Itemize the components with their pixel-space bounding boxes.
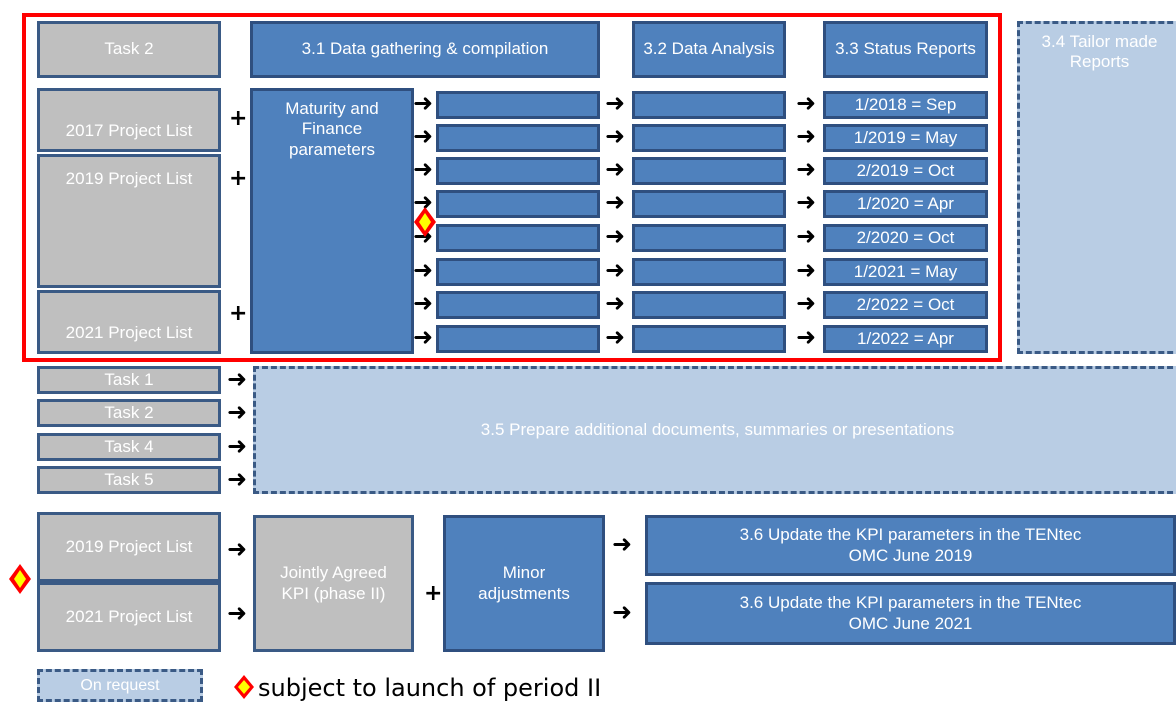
analysis-row-box xyxy=(632,258,786,286)
row-arrow-mid: ➜ xyxy=(605,89,626,117)
plus-2021: + xyxy=(229,301,248,326)
gathering-row-box xyxy=(436,190,600,218)
analysis-row-box xyxy=(632,91,786,119)
task5-box: Task 5 xyxy=(37,466,221,494)
status-report-item: 1/2021 = May xyxy=(823,258,988,286)
status-report-item: 2/2020 = Oct xyxy=(823,224,988,252)
gathering-row-box xyxy=(436,91,600,119)
row-arrow-in: ➜ xyxy=(413,289,434,317)
gathering-row-box xyxy=(436,157,600,185)
legend-subject-text: subject to launch of period II xyxy=(258,674,602,702)
status-report-item: 1/2019 = May xyxy=(823,124,988,152)
task1-box: Task 1 xyxy=(37,366,221,394)
status-report-item: 2/2019 = Oct xyxy=(823,157,988,185)
row-arrow-out: ➜ xyxy=(796,122,817,150)
gathering-row-box xyxy=(436,258,600,286)
row-arrow-mid: ➜ xyxy=(605,222,626,250)
status-report-item: 1/2018 = Sep xyxy=(823,91,988,119)
arrow-task2: ➜ xyxy=(227,398,248,426)
analysis-row-box xyxy=(632,124,786,152)
analysis-row-box xyxy=(632,325,786,353)
row-arrow-out: ➜ xyxy=(796,155,817,183)
diamond-marker-bottom xyxy=(9,564,31,594)
project-list-2019: 2019 Project List xyxy=(37,154,221,288)
arrow-update-2019: ➜ xyxy=(612,530,633,558)
row-arrow-out: ➜ xyxy=(796,323,817,351)
row-arrow-mid: ➜ xyxy=(605,122,626,150)
row-arrow-in: ➜ xyxy=(413,89,434,117)
row-arrow-out: ➜ xyxy=(796,89,817,117)
update-kpi-2019: 3.6 Update the KPI parameters in the TEN… xyxy=(645,515,1176,576)
maturity-finance-parameters: Maturity and Finance parameters xyxy=(250,88,414,354)
gathering-row-box xyxy=(436,325,600,353)
diamond-marker-top xyxy=(414,207,436,237)
task4-box: Task 4 xyxy=(37,433,221,461)
row-arrow-out: ➜ xyxy=(796,256,817,284)
tailor-made-reports: 3.4 Tailor made Reports xyxy=(1017,21,1176,354)
arrow-bottom-2019: ➜ xyxy=(227,535,248,563)
row-arrow-in: ➜ xyxy=(413,155,434,183)
status-report-item: 1/2022 = Apr xyxy=(823,325,988,353)
plus-kpi: + xyxy=(424,581,443,606)
row-arrow-mid: ➜ xyxy=(605,256,626,284)
analysis-row-box xyxy=(632,291,786,319)
arrow-update-2021: ➜ xyxy=(612,598,633,626)
gathering-row-box xyxy=(436,291,600,319)
row-arrow-out: ➜ xyxy=(796,188,817,216)
plus-2019: + xyxy=(229,166,248,191)
row-arrow-mid: ➜ xyxy=(605,323,626,351)
data-analysis-header: 3.2 Data Analysis xyxy=(632,21,786,78)
status-reports-header: 3.3 Status Reports xyxy=(823,21,988,78)
prepare-documents: 3.5 Prepare additional documents, summar… xyxy=(253,366,1176,494)
task2-header: Task 2 xyxy=(37,21,221,78)
project-list-2017: 2017 Project List xyxy=(37,88,221,152)
legend-diamond-icon xyxy=(234,675,254,699)
row-arrow-mid: ➜ xyxy=(605,188,626,216)
arrow-task4: ➜ xyxy=(227,432,248,460)
plus-2017: + xyxy=(229,106,248,131)
row-arrow-mid: ➜ xyxy=(605,289,626,317)
analysis-row-box xyxy=(632,224,786,252)
legend-on-request: On request xyxy=(37,669,203,702)
arrow-bottom-2021: ➜ xyxy=(227,599,248,627)
jointly-agreed-kpi: Jointly Agreed KPI (phase II) xyxy=(253,515,414,652)
analysis-row-box xyxy=(632,157,786,185)
bottom-project-list-2019: 2019 Project List xyxy=(37,512,221,582)
analysis-row-box xyxy=(632,190,786,218)
arrow-task5: ➜ xyxy=(227,465,248,493)
project-list-2021: 2021 Project List xyxy=(37,290,221,354)
bottom-project-list-2021: 2021 Project List xyxy=(37,582,221,652)
task2-box: Task 2 xyxy=(37,399,221,427)
update-kpi-2021: 3.6 Update the KPI parameters in the TEN… xyxy=(645,582,1176,645)
arrow-task1: ➜ xyxy=(227,365,248,393)
row-arrow-in: ➜ xyxy=(413,256,434,284)
status-report-item: 1/2020 = Apr xyxy=(823,190,988,218)
row-arrow-in: ➜ xyxy=(413,188,434,216)
gathering-row-box xyxy=(436,124,600,152)
row-arrow-in: ➜ xyxy=(413,323,434,351)
period-frame xyxy=(22,13,1002,362)
row-arrow-mid: ➜ xyxy=(605,155,626,183)
row-arrow-out: ➜ xyxy=(796,289,817,317)
status-report-item: 2/2022 = Oct xyxy=(823,291,988,319)
row-arrow-out: ➜ xyxy=(796,222,817,250)
data-gathering-header: 3.1 Data gathering & compilation xyxy=(250,21,600,78)
row-arrow-in: ➜ xyxy=(413,122,434,150)
gathering-row-box xyxy=(436,224,600,252)
minor-adjustments: Minor adjustments xyxy=(443,515,605,652)
